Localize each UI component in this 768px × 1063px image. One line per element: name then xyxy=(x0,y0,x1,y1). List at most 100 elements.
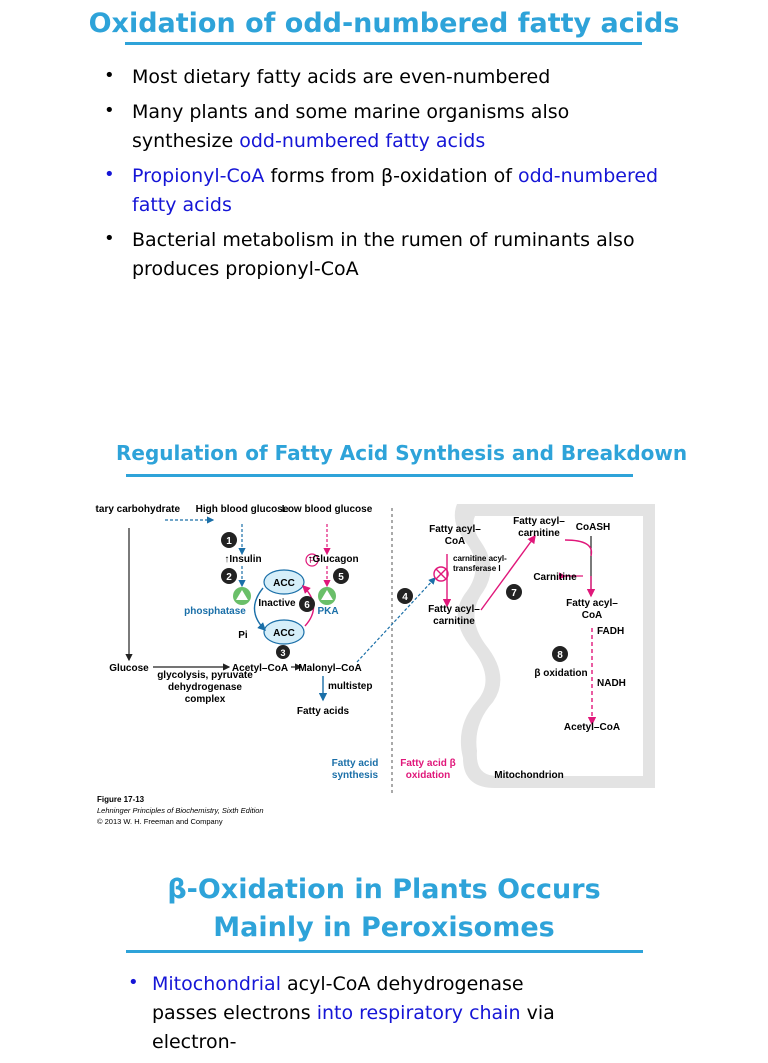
bullet-dot-icon: • xyxy=(104,228,115,249)
label-inactive: Inactive xyxy=(258,598,296,609)
bullet-text: Bacterial metabolism in the rumen of rum… xyxy=(132,229,635,280)
step-8-label: 8 xyxy=(557,650,563,661)
slide3-title-line1: β-Oxidation in Plants Occurs xyxy=(167,874,601,905)
label-fatty-acyl-coa-wrap: Fatty acyl–CoA xyxy=(429,524,481,547)
label-low-blood: Low blood glucose xyxy=(282,504,373,515)
bullet-highlight: Mitochondrial xyxy=(152,973,281,995)
step-7-icon xyxy=(506,584,522,600)
label-multistep: multistep xyxy=(328,681,372,692)
phospho-p-icon xyxy=(305,553,319,567)
arrow-dephosphorylation xyxy=(253,587,266,631)
acc-inactive-node xyxy=(263,569,305,595)
label-nadh: NADH xyxy=(597,678,626,689)
step-5-label: 5 xyxy=(338,572,344,583)
label-glycolysis: glycolysis, pyruvate dehydrogenase compl… xyxy=(157,670,253,705)
step-6-icon xyxy=(299,596,315,612)
arrow-carnitine-transport xyxy=(480,534,536,611)
label-glucagon: ↑Glucagon xyxy=(307,554,358,565)
bullet-dot-icon: • xyxy=(104,65,115,86)
caption-figure: Figure 17-13 xyxy=(97,795,145,804)
bullet-text: acyl-CoA dehydrogenase passes electrons xyxy=(152,973,524,1024)
label-fa-synthesis: Fatty acid synthesis xyxy=(331,758,379,781)
step-4-icon xyxy=(397,588,413,604)
label-fatty-acyl-carnitine-wrap: Fatty acyl– carnitine xyxy=(428,604,480,627)
step-5-icon xyxy=(333,568,349,584)
label-insulin: ↑Insulin xyxy=(224,554,261,565)
slide1-title: Oxidation of odd-numbered fatty acids xyxy=(88,8,680,39)
step-3-label: 3 xyxy=(280,648,285,658)
label-fa-beta-oxidation-wrap: Fatty acid β oxidation xyxy=(400,758,456,781)
bullet-item: • Bacterial metabolism in the rumen of r… xyxy=(104,226,664,284)
arrow-carnitine-release xyxy=(564,539,593,557)
bullet-dot-icon: • xyxy=(104,100,115,121)
inhibition-x-icon xyxy=(435,568,447,580)
step-6-label: 6 xyxy=(304,600,310,611)
label-high-blood: High blood glucose xyxy=(196,504,289,515)
label-fa-synthesis-wrap: Fatty acid synthesis xyxy=(331,758,379,781)
step-8-icon xyxy=(552,646,568,662)
up-triangle-icon xyxy=(236,590,248,600)
bullet-dot-icon: • xyxy=(128,972,139,993)
label-mitochondrion: Mitochondrion xyxy=(494,770,563,781)
label-cat-wrap: carnitine acyl- transferase I xyxy=(453,554,507,573)
label-fatty-acyl-coa-2: Fatty acyl–CoA xyxy=(566,598,618,621)
arrow-malonyl-inhibits xyxy=(356,577,436,663)
label-fatty-acyl-coa: Fatty acyl–CoA xyxy=(429,524,481,547)
bullet-highlight: odd-numbered fatty acids xyxy=(239,130,486,152)
label-fatty-acyl-carnitine-2-wrap: Fatty acyl– carnitine xyxy=(513,516,565,539)
step-1-icon xyxy=(221,532,237,548)
slide2-title-underline xyxy=(126,474,633,477)
bullet-highlight: into respiratory chain xyxy=(316,1002,521,1024)
step-1-label: 1 xyxy=(226,536,232,547)
bullet-text: Many plants and some marine organisms al… xyxy=(132,101,570,152)
label-fatty-acyl-carnitine-2: Fatty acyl– carnitine xyxy=(513,516,565,539)
label-acetyl-coa-2: Acetyl–CoA xyxy=(564,722,620,733)
label-carnitine: Carnitine xyxy=(533,572,577,583)
label-acc-active: ACC xyxy=(273,628,295,639)
bullet-highlight: Propionyl-CoA xyxy=(132,165,265,187)
label-phosphatase: phosphatase xyxy=(184,606,246,617)
slide3-bullet-list: • Mitochondrial acyl-CoA dehydrogenase p… xyxy=(128,970,578,1063)
bullet-text: forms from β-oxidation of xyxy=(264,165,518,187)
bullet-item: • Most dietary fatty acids are even-numb… xyxy=(104,63,664,92)
label-dietary: Dietary carbohydrate xyxy=(95,504,180,515)
bullet-highlight: odd-numbered fatty acids xyxy=(132,165,659,216)
label-fa-beta-oxidation: Fatty acid β oxidation xyxy=(400,758,456,781)
step-4-label: 4 xyxy=(402,592,408,603)
slide3-title-underline xyxy=(126,950,643,953)
label-fatty-acyl-coa-2-wrap: Fatty acyl–CoA xyxy=(566,598,618,621)
caption-copyright: © 2013 W. H. Freeman and Company xyxy=(97,817,223,826)
label-fadh: FADH xyxy=(597,626,624,637)
step-2-icon xyxy=(221,568,237,584)
label-glycolysis-wrap: glycolysis, pyruvate dehydrogenase compl… xyxy=(157,670,253,705)
step-3-icon xyxy=(276,645,290,659)
slide1-bullet-list: • Most dietary fatty acids are even-numb… xyxy=(104,63,664,290)
slide1-title-underline xyxy=(125,42,642,45)
step-2-label: 2 xyxy=(226,572,232,583)
label-malonyl-coa: Malonyl–CoA xyxy=(298,663,361,674)
bullet-item: • Mitochondrial acyl-CoA dehydrogenase p… xyxy=(128,970,578,1057)
label-p: P xyxy=(309,556,314,565)
bullet-item: • Many plants and some marine organisms … xyxy=(104,98,664,156)
label-fatty-acyl-carnitine: Fatty acyl– carnitine xyxy=(428,604,480,627)
label-glucose: Glucose xyxy=(109,663,149,674)
label-pka: PKA xyxy=(317,606,338,617)
bullet-dot-icon: • xyxy=(104,164,115,185)
step-7-label: 7 xyxy=(511,588,517,599)
slide2-title: Regulation of Fatty Acid Synthesis and B… xyxy=(116,441,688,465)
label-acc-inactive: ACC xyxy=(273,578,295,589)
label-fatty-acids: Fatty acids xyxy=(297,706,350,717)
label-beta-oxidation: β oxidation xyxy=(534,668,587,679)
fatty-acid-regulation-figure: Dietary carbohydrate High blood glucose … xyxy=(95,496,655,828)
label-pi: Pi xyxy=(238,630,248,641)
label-carnitine-acyl-transferase: carnitine acyl- transferase I xyxy=(453,554,507,573)
mitochondrion-matrix xyxy=(473,516,643,776)
bullet-item: • Propionyl-CoA forms from β-oxidation o… xyxy=(104,162,664,220)
slide3-title-line2: Mainly in Peroxisomes xyxy=(213,912,555,943)
bullet-text: Most dietary fatty acids are even-number… xyxy=(132,66,551,88)
label-coash: CoASH xyxy=(576,522,610,533)
acc-active-node xyxy=(263,619,305,645)
caption-book: Lehninger Principles of Biochemistry, Si… xyxy=(97,806,264,815)
up-triangle-icon xyxy=(321,590,333,600)
label-acetyl-coa: Acetyl–CoA xyxy=(232,663,288,674)
